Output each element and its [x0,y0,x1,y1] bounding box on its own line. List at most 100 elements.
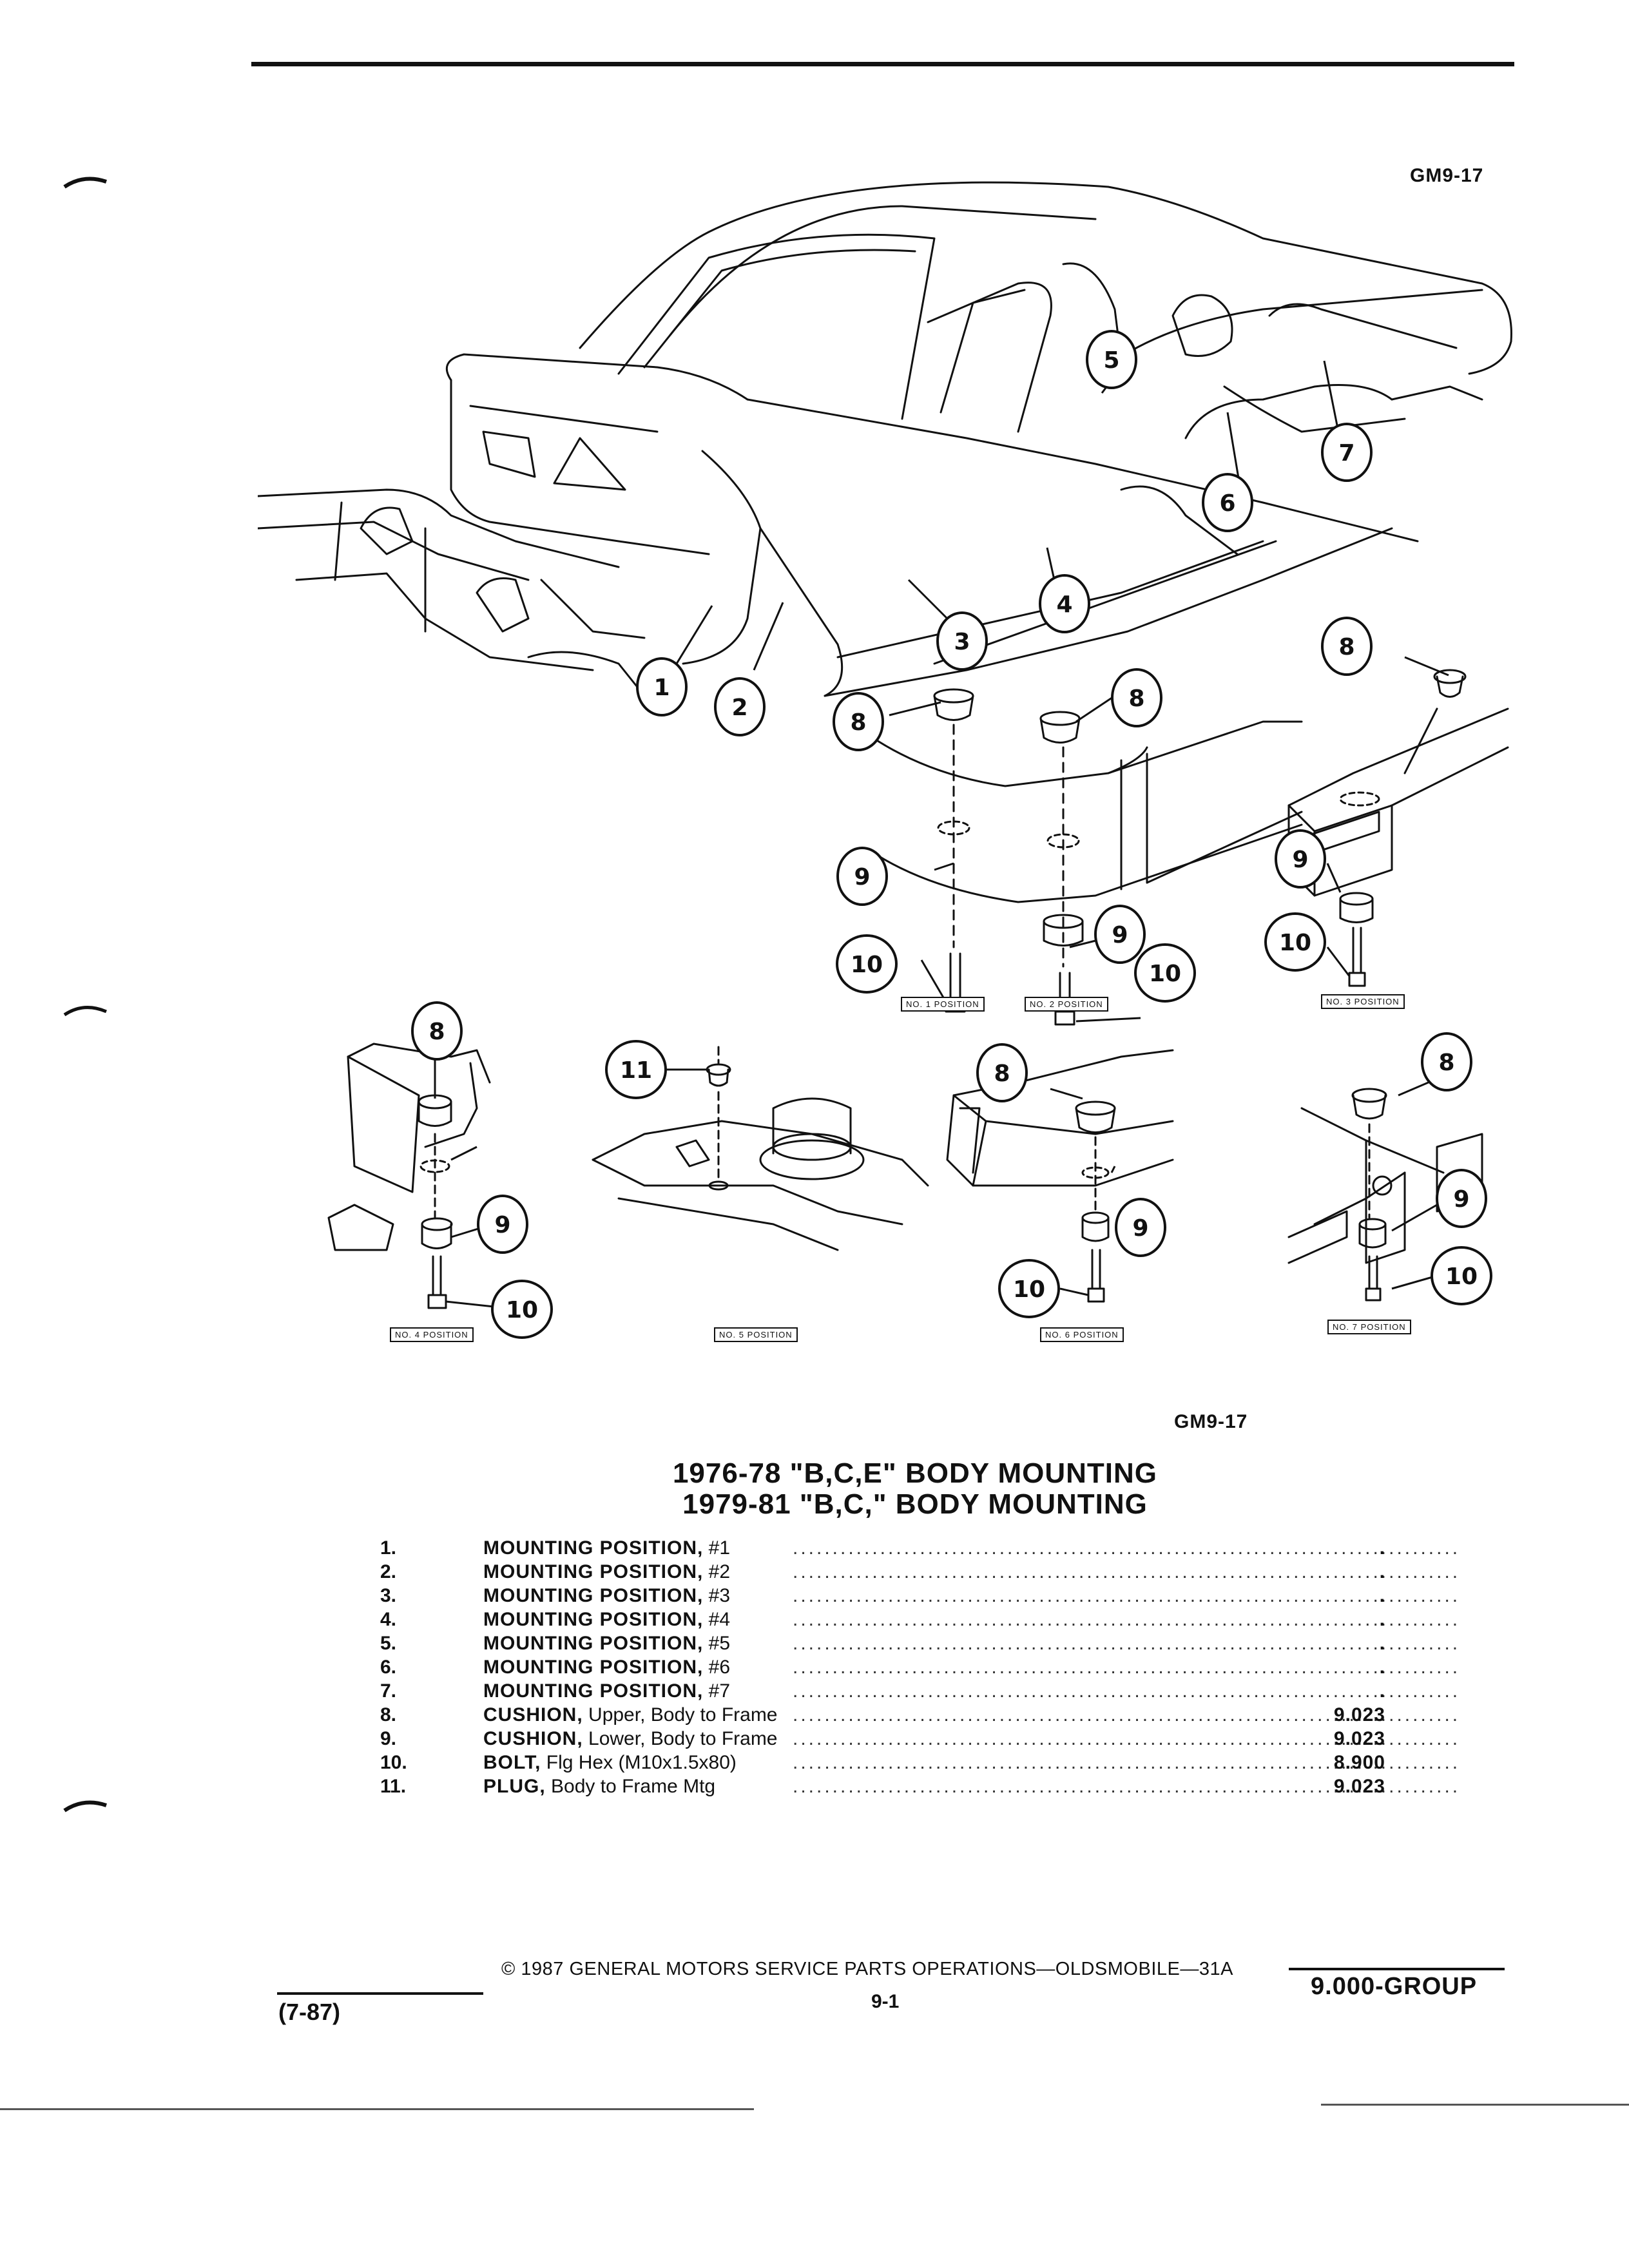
callout-9d: 9 [494,1212,510,1238]
callout-circle-9c [1275,829,1326,889]
callout-circle-10b [1134,943,1196,1003]
parts-row: ........................................… [380,1679,1456,1703]
callout-circle-9d [477,1195,528,1254]
part-number: 7. [380,1680,397,1702]
callout-circle-9a [836,847,888,906]
part-name: MOUNTING POSITION, [483,1657,704,1678]
callout-8f: 8 [1438,1050,1454,1076]
callout-circle-8f [1421,1032,1472,1091]
callout-8a: 8 [850,709,866,736]
part-number: 10. [380,1752,407,1773]
footer-group: 9.000-GROUP [1311,1973,1478,2000]
binder-mark-middle [63,1006,107,1017]
part-number: 5. [380,1633,397,1654]
part-name: CUSHION, [483,1728,583,1749]
dot-leader: ........................................… [793,1561,1456,1582]
position-label-6: NO. 6 POSITION [1040,1327,1124,1342]
part-group-number: 9.023 [1333,1728,1385,1749]
position-label-3: NO. 3 POSITION [1321,994,1405,1009]
body-mounting-illustration: 1 2 3 4 5 6 7 8 8 8 9 9 9 10 10 10 8 9 1… [258,181,1512,1339]
part-group-number: . [1379,1585,1385,1606]
callout-circle-10d [491,1280,553,1339]
callout-circle-8e [976,1043,1028,1102]
callout-circle-10c [1264,912,1326,972]
callout-circle-9e [1115,1198,1166,1257]
position-label-2: NO. 2 POSITION [1025,997,1108,1012]
part-detail: #1 [703,1537,731,1559]
part-description: MOUNTING POSITION, #2 [483,1560,740,1584]
dot-leader: ........................................… [793,1776,1456,1797]
callout-circle-8a [833,692,884,751]
position-label-7: NO. 7 POSITION [1327,1320,1411,1334]
callout-circle-9b [1094,905,1146,964]
figure-ref-bottom: GM9-17 [1174,1411,1248,1432]
part-group-number: . [1379,1609,1385,1630]
part-detail: #4 [703,1609,731,1630]
position-label-4: NO. 4 POSITION [390,1327,474,1342]
part-number: 2. [380,1561,397,1582]
parts-row: ........................................… [380,1774,1456,1798]
parts-row: ........................................… [380,1703,1456,1727]
top-rule [251,62,1514,66]
dot-leader: ........................................… [793,1537,1456,1559]
dot-leader: ........................................… [793,1752,1456,1773]
parts-row: ........................................… [380,1655,1456,1679]
part-description: MOUNTING POSITION, #1 [483,1536,740,1560]
callout-8c: 8 [1338,634,1354,660]
footer-date: (7-87) [278,1999,341,2025]
part-number: 4. [380,1609,397,1630]
part-detail: Flg Hex (M10x1.5x80) [541,1752,737,1773]
part-description: PLUG, Body to Frame Mtg [483,1774,725,1798]
binder-marks [63,177,107,1812]
scan-line-right [1321,2104,1629,2106]
callout-10c: 10 [1279,930,1311,956]
part-number: 6. [380,1657,397,1678]
no4-detail-drawing [327,1030,491,1309]
part-description: MOUNTING POSITION, #3 [483,1584,740,1608]
callout-circle-10e [998,1259,1060,1318]
part-group-number: . [1379,1537,1385,1559]
no6-detail-drawing [946,1049,1174,1303]
part-group-number: 9.023 [1333,1776,1385,1797]
parts-row: ........................................… [380,1584,1456,1608]
part-detail: Upper, Body to Frame [583,1704,778,1725]
part-name: MOUNTING POSITION, [483,1561,704,1582]
dot-leader: ........................................… [793,1657,1456,1678]
callout-9b: 9 [1112,922,1128,948]
callout-circle-6 [1202,473,1253,532]
callout-1: 1 [653,675,670,701]
callout-circle-5 [1086,330,1137,389]
title-line-2: 1979-81 "B,C," BODY MOUNTING [682,1488,1148,1520]
callout-10b: 10 [1149,961,1181,987]
callout-9a: 9 [854,864,870,890]
scan-line-left [0,2108,754,2110]
parts-row: ........................................… [380,1631,1456,1655]
part-detail: Body to Frame Mtg [545,1776,716,1797]
part-name: MOUNTING POSITION, [483,1585,704,1606]
callout-circle-1 [636,657,688,716]
callout-circle-11 [605,1040,667,1099]
footer-page-number: 9-1 [871,1991,900,2012]
part-detail: #3 [703,1585,731,1606]
dot-leader: ........................................… [793,1680,1456,1702]
callout-8d: 8 [429,1019,445,1045]
binder-mark-bottom [63,1800,107,1812]
callout-circle-8c [1321,617,1373,676]
part-name: MOUNTING POSITION, [483,1680,704,1702]
callout-2: 2 [731,695,747,721]
callout-10a: 10 [851,952,883,978]
part-description: MOUNTING POSITION, #7 [483,1679,740,1703]
part-description: CUSHION, Lower, Body to Frame [483,1727,787,1751]
part-detail: Lower, Body to Frame [583,1728,778,1749]
parts-row: ........................................… [380,1751,1456,1774]
part-number: 3. [380,1585,397,1606]
callout-7: 7 [1338,440,1354,466]
part-name: MOUNTING POSITION, [483,1609,704,1630]
callout-circle-8d [411,1001,463,1061]
callout-3: 3 [954,629,970,655]
callout-10d: 10 [506,1297,538,1323]
callout-circle-10a [836,934,898,994]
callout-9e: 9 [1132,1215,1148,1242]
part-group-number: . [1379,1657,1385,1678]
dot-leader: ........................................… [793,1585,1456,1606]
